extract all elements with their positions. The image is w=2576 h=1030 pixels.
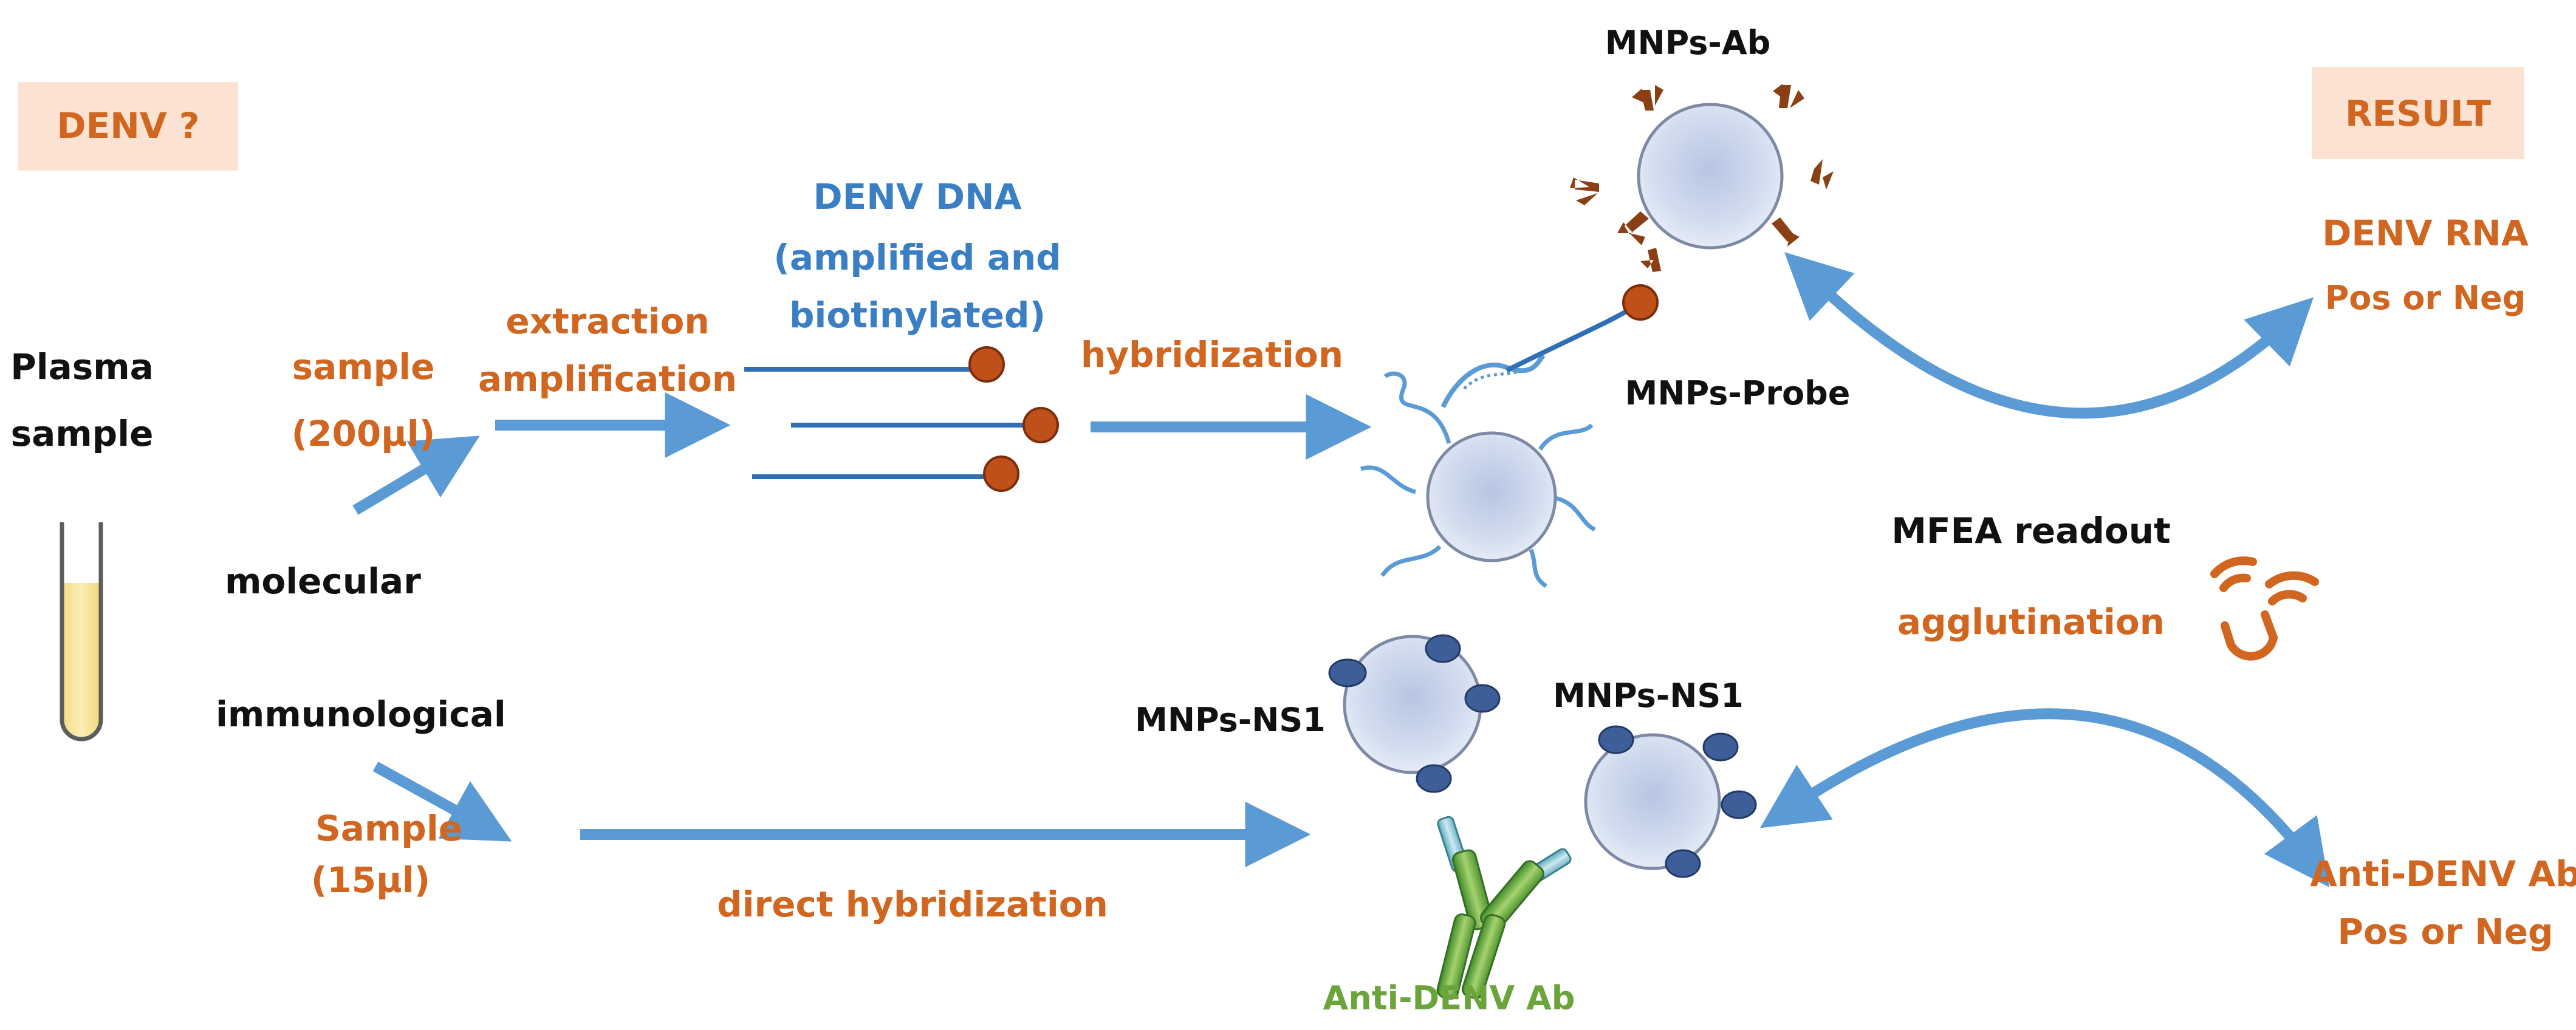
- agglutination-label: agglutination: [1897, 601, 2165, 643]
- result-box: [2312, 67, 2524, 159]
- mnps-ns1-label-a: MNPs-NS1: [1135, 701, 1326, 739]
- arrow-readout-to-rna-result: [1784, 252, 2314, 419]
- plasma-label: Plasma: [10, 346, 154, 387]
- mnps-ns1-particle-b: [1584, 725, 1757, 878]
- molecular-branch-label: molecular: [225, 561, 421, 602]
- hybridization-label: hybridization: [1080, 334, 1344, 375]
- amplification-label: amplification: [478, 358, 738, 400]
- immunological-branch-label: immunological: [216, 694, 506, 735]
- extraction-label: extraction: [505, 301, 710, 342]
- ab-result-title: Anti-DENV Ab: [2310, 853, 2576, 895]
- dna-strands: [744, 367, 1027, 479]
- mnps-ns1-label-b: MNPs-NS1: [1553, 677, 1744, 715]
- arrow-readout-to-ab-result: [1759, 708, 2330, 888]
- rna-result-value: Pos or Neg: [2324, 279, 2526, 317]
- sample-label: sample: [10, 413, 154, 454]
- mnps-probe-label: MNPs-Probe: [1625, 374, 1851, 412]
- antibody-label: Anti-DENV Ab: [1323, 979, 1575, 1017]
- dna-title: DENV DNA: [813, 176, 1022, 217]
- ab-result-value: Pos or Neg: [2337, 911, 2554, 952]
- arrow-plasma-to-immunological: [372, 762, 512, 842]
- question-box: [18, 82, 238, 171]
- immunological-volume-line2: (15µl): [310, 859, 431, 901]
- dna-subtitle-2: biotinylated): [789, 295, 1046, 336]
- dna-subtitle-1: (amplified and: [773, 237, 1061, 278]
- question-label: DENV ?: [57, 105, 200, 146]
- mnps-ab-label: MNPs-Ab: [1605, 24, 1771, 62]
- magnet-icon: [2210, 556, 2319, 661]
- direct-hybridization-label: direct hybridization: [717, 884, 1108, 925]
- biotin-dots: [968, 346, 1059, 492]
- mnps-ns1-particle-a: [1328, 634, 1501, 793]
- molecular-volume-line2: (200µl): [291, 413, 436, 454]
- immunological-volume-line1: Sample: [315, 808, 463, 849]
- mnps-ab-particle: [1570, 84, 1834, 272]
- arrow-plasma-to-molecular: [352, 435, 480, 515]
- test-tube-icon: [60, 522, 103, 742]
- result-label: RESULT: [2345, 93, 2492, 134]
- rna-result-title: DENV RNA: [2322, 213, 2529, 254]
- readout-title: MFEA readout: [1891, 510, 2171, 551]
- molecular-volume-line1: sample: [292, 346, 435, 387]
- mnps-probe-particle: [1360, 284, 1659, 588]
- antibody-icon: [1436, 816, 1572, 1000]
